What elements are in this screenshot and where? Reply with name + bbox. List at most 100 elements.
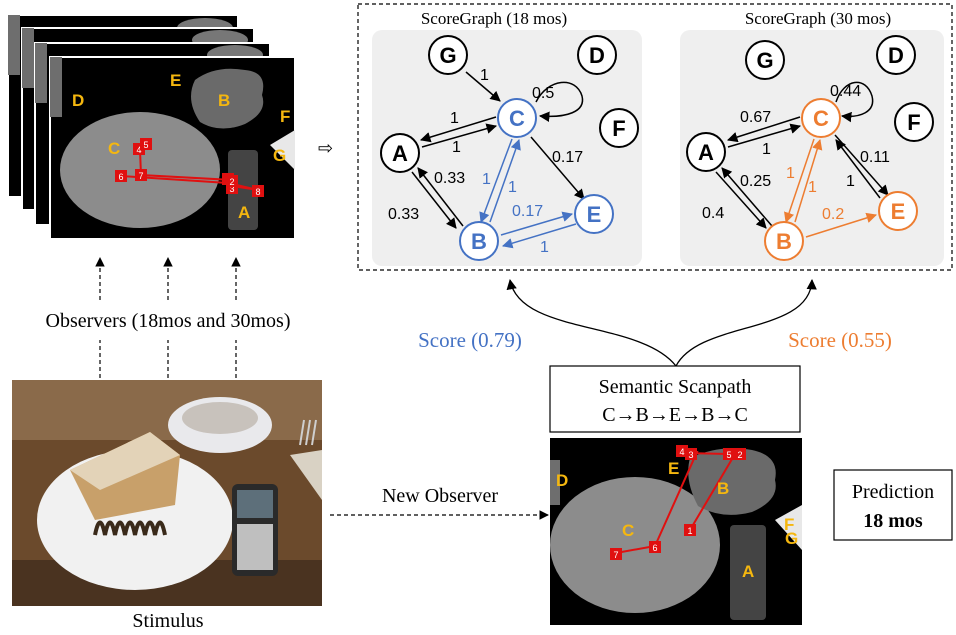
region-label-e: E — [170, 71, 181, 90]
region-c-plate — [550, 477, 720, 613]
svg-text:D: D — [589, 43, 605, 68]
node-b: B — [459, 221, 499, 261]
node-c: C — [801, 98, 841, 138]
svg-text:2: 2 — [737, 450, 742, 460]
svg-text:7: 7 — [138, 171, 143, 181]
new-fixations: 1 2 3 4 5 6 7 — [610, 445, 746, 560]
edge-label-b-a: 0.33 — [388, 206, 419, 223]
edge-label-a-c: 1 — [452, 139, 461, 156]
svg-text:E: E — [587, 202, 602, 227]
node-g: G — [428, 35, 468, 75]
edge-c-self — [835, 81, 874, 123]
fixation-map-stack: 3 4 5 6 7 8 1 2 D E B C F G A — [7, 14, 296, 240]
node-f: F — [599, 108, 639, 148]
edge-c-b — [479, 138, 513, 223]
svg-text:A: A — [392, 141, 408, 166]
graph18-nodes: G D C F A E B — [380, 35, 639, 261]
fixation-marker: 1 — [684, 524, 696, 536]
region-label-b: B — [218, 91, 230, 110]
stimulus-image — [12, 380, 322, 606]
fixation-marker: 4 — [676, 445, 688, 457]
edge-a-c — [421, 123, 498, 148]
edge-label-b-a: 0.4 — [702, 205, 724, 222]
edge-label-b-c: 1 — [508, 179, 517, 196]
svg-text:F: F — [612, 116, 625, 141]
stack-region-labels: D E B C F G A — [72, 71, 290, 222]
scoregraph-18: ScoreGraph (18 mos) G D C F A E B — [372, 9, 642, 266]
graph18-edges — [411, 71, 585, 249]
fixation-marker: 8 — [252, 185, 264, 197]
region-label-d: D — [72, 91, 84, 110]
edge-label-a-c: 1 — [762, 141, 771, 158]
edge-b-a — [721, 167, 773, 227]
edge-c-self — [535, 81, 584, 122]
svg-text:4: 4 — [679, 447, 684, 457]
svg-text:1: 1 — [687, 526, 692, 536]
edge-e-c — [835, 139, 881, 199]
edge-label-c-self: 0.44 — [830, 83, 861, 100]
edge-b-c — [794, 138, 823, 223]
edge-label-c-a: 0.67 — [740, 109, 771, 126]
node-b: B — [764, 221, 804, 261]
edge-label-b-c: 1 — [808, 179, 817, 196]
svg-text:D: D — [888, 43, 904, 68]
curve-to-30 — [675, 278, 817, 367]
region-label-b: B — [717, 479, 729, 498]
scanpath-sequence: C→B→E→B→C — [602, 404, 748, 426]
stack-fixations: 3 4 5 6 7 8 1 2 — [115, 138, 264, 197]
edge-label-c-a: 1 — [450, 110, 459, 127]
edge-label-b-e: 0.2 — [822, 206, 844, 223]
score-curves — [506, 278, 817, 367]
edge-label-b-e: 0.17 — [512, 203, 543, 220]
right-arrow-icon: ⇨ — [318, 138, 333, 158]
edge-label-e-b: 1 — [540, 239, 549, 256]
edge-c-b — [784, 138, 815, 223]
svg-text:G: G — [756, 48, 773, 73]
svg-text:5: 5 — [726, 450, 731, 460]
node-d: D — [876, 35, 916, 75]
edge-b-e — [500, 211, 574, 236]
region-label-f: F — [280, 107, 290, 126]
scanpath-title: Semantic Scanpath — [599, 376, 752, 398]
edge-label-c-self: 0.5 — [532, 85, 554, 102]
semantic-scanpath-box: Semantic Scanpath C→B→E→B→C — [549, 365, 801, 433]
edge-b-a — [417, 167, 464, 227]
curve-to-18 — [506, 278, 677, 367]
svg-text:3: 3 — [229, 184, 234, 194]
region-f-fork — [270, 130, 295, 170]
svg-text:A: A — [698, 140, 714, 165]
new-region-labels: D E B C F G A — [556, 459, 798, 581]
svg-text:7: 7 — [613, 550, 618, 560]
fixation-marker: 5 — [140, 138, 152, 150]
svg-text:B: B — [776, 229, 792, 254]
region-label-e: E — [668, 459, 679, 478]
edge-label-g-c: 1 — [480, 67, 489, 84]
node-a: A — [380, 133, 420, 173]
node-e: E — [574, 194, 614, 234]
fixation-marker: 2 — [734, 448, 746, 460]
svg-text:6: 6 — [652, 543, 657, 553]
svg-text:G: G — [439, 43, 456, 68]
observers-label: Observers (18mos and 30mos) — [46, 310, 291, 332]
scoregraph-18-title: ScoreGraph (18 mos) — [421, 9, 567, 28]
svg-text:4: 4 — [136, 145, 141, 155]
edge-label-a-b: 0.33 — [434, 170, 465, 187]
prediction-box: Prediction 18 mos — [833, 469, 953, 541]
edge-label-c-b: 1 — [482, 171, 491, 188]
node-a: A — [686, 132, 726, 172]
edge-g-c — [465, 71, 501, 102]
node-e: E — [878, 191, 918, 231]
edge-a-c — [727, 123, 802, 148]
svg-text:B: B — [471, 229, 487, 254]
region-label-g: G — [785, 529, 798, 548]
scoregraph-frame — [357, 3, 953, 271]
region-a-phone — [730, 525, 766, 620]
svg-text:C: C — [509, 106, 525, 131]
fixation-marker: 7 — [135, 169, 147, 181]
graph30-edge-labels: 0.44 0.67 1 0.11 1 0.25 0.4 1 1 0.2 — [702, 83, 890, 223]
fixation-marker: 7 — [610, 548, 622, 560]
prediction-label: Prediction — [852, 481, 934, 503]
stimulus-label: Stimulus — [132, 610, 203, 632]
region-b-cup — [191, 68, 264, 129]
